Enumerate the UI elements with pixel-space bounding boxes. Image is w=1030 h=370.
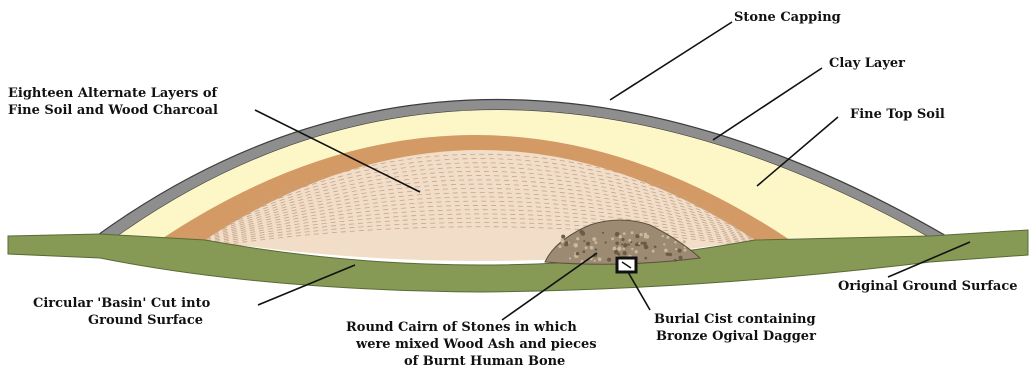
cairn-stone bbox=[602, 232, 604, 234]
label-round-cairn-line2: were mixed Wood Ash and pieces bbox=[355, 337, 597, 352]
cairn-stone bbox=[586, 242, 590, 246]
cairn-stone bbox=[652, 250, 655, 253]
cairn-stone bbox=[623, 243, 627, 247]
cairn-stone bbox=[583, 240, 585, 242]
cairn-stone bbox=[614, 250, 619, 255]
cairn-stone bbox=[664, 249, 668, 253]
cairn-stone bbox=[576, 252, 580, 256]
cairn-stone bbox=[675, 248, 677, 250]
label-burial-cist-line2: Bronze Ogival Dagger bbox=[656, 329, 816, 344]
cairn-stone bbox=[662, 235, 664, 237]
cairn-stone bbox=[592, 237, 596, 241]
cairn-stone bbox=[674, 259, 677, 262]
label-fine-top-soil: Fine Top Soil bbox=[850, 107, 945, 122]
leader-clay-layer bbox=[713, 68, 822, 140]
cairn-stone bbox=[580, 230, 584, 234]
cairn-stone bbox=[576, 237, 579, 240]
cairn-stone bbox=[617, 246, 622, 251]
cairn-stone bbox=[674, 241, 677, 244]
leader-stone-capping bbox=[610, 22, 732, 100]
cairn-stone bbox=[598, 257, 602, 261]
cairn-stone bbox=[561, 238, 563, 240]
cairn-stone bbox=[594, 260, 596, 262]
cairn-stone bbox=[669, 253, 673, 257]
label-stone-capping: Stone Capping bbox=[734, 10, 841, 25]
cairn-stone bbox=[645, 257, 648, 260]
cairn-stone bbox=[644, 235, 648, 239]
cairn-stone bbox=[590, 246, 594, 250]
cairn-stone bbox=[569, 257, 571, 259]
label-original-ground: Original Ground Surface bbox=[838, 279, 1018, 294]
label-clay-layer: Clay Layer bbox=[829, 56, 905, 71]
cairn-stone bbox=[679, 256, 683, 260]
cairn-stone bbox=[678, 249, 682, 253]
cairn-stone bbox=[638, 242, 640, 244]
cairn-stone bbox=[684, 246, 686, 248]
label-round-cairn-line1: Round Cairn of Stones in which bbox=[346, 320, 577, 335]
cairn-stone bbox=[635, 244, 637, 246]
cairn-stone bbox=[621, 238, 624, 241]
cairn-stone bbox=[623, 248, 625, 250]
cairn-stone bbox=[558, 245, 561, 248]
cairn-stone bbox=[611, 237, 614, 240]
label-round-cairn-line3: of Burnt Human Bone bbox=[404, 354, 565, 369]
cairn-stone bbox=[628, 239, 631, 242]
cairn-stone bbox=[583, 250, 586, 253]
cairn-stone bbox=[683, 240, 686, 243]
cairn-stone bbox=[666, 236, 669, 239]
label-burial-cist-line1: Burial Cist containing bbox=[654, 312, 816, 327]
label-basin-cut-line1: Circular 'Basin' Cut into bbox=[33, 296, 211, 311]
cairn-stone bbox=[585, 246, 588, 249]
cairn-stone bbox=[621, 243, 623, 245]
cairn-stone bbox=[635, 250, 638, 253]
cairn-stone bbox=[561, 235, 565, 239]
cairn-stone bbox=[623, 251, 627, 255]
cairn-stone bbox=[639, 234, 641, 236]
cairn-stone bbox=[663, 243, 665, 245]
cairn-stone bbox=[595, 248, 597, 250]
cairn-stone bbox=[628, 243, 630, 245]
cairn-stone bbox=[595, 241, 598, 244]
cairn-stone bbox=[573, 243, 578, 248]
cairn-stone bbox=[615, 242, 619, 246]
cairn-stone bbox=[631, 248, 633, 250]
label-alternate-layers-line1: Eighteen Alternate Layers of bbox=[8, 86, 218, 101]
cairn-stone bbox=[643, 242, 647, 246]
cairn-stone bbox=[565, 241, 568, 244]
cairn-stone bbox=[623, 232, 626, 235]
cairn-stone bbox=[635, 234, 639, 238]
label-basin-cut-line2: Ground Surface bbox=[88, 313, 203, 328]
cairn-stone bbox=[654, 246, 657, 249]
cairn-stone bbox=[619, 235, 622, 238]
cairn-stone bbox=[641, 242, 644, 245]
cairn-stone bbox=[684, 249, 687, 252]
cairn-stone bbox=[605, 241, 607, 243]
cairn-stone bbox=[631, 231, 634, 234]
cairn-stone bbox=[607, 258, 611, 262]
label-alternate-layers-line2: Fine Soil and Wood Charcoal bbox=[8, 103, 218, 118]
